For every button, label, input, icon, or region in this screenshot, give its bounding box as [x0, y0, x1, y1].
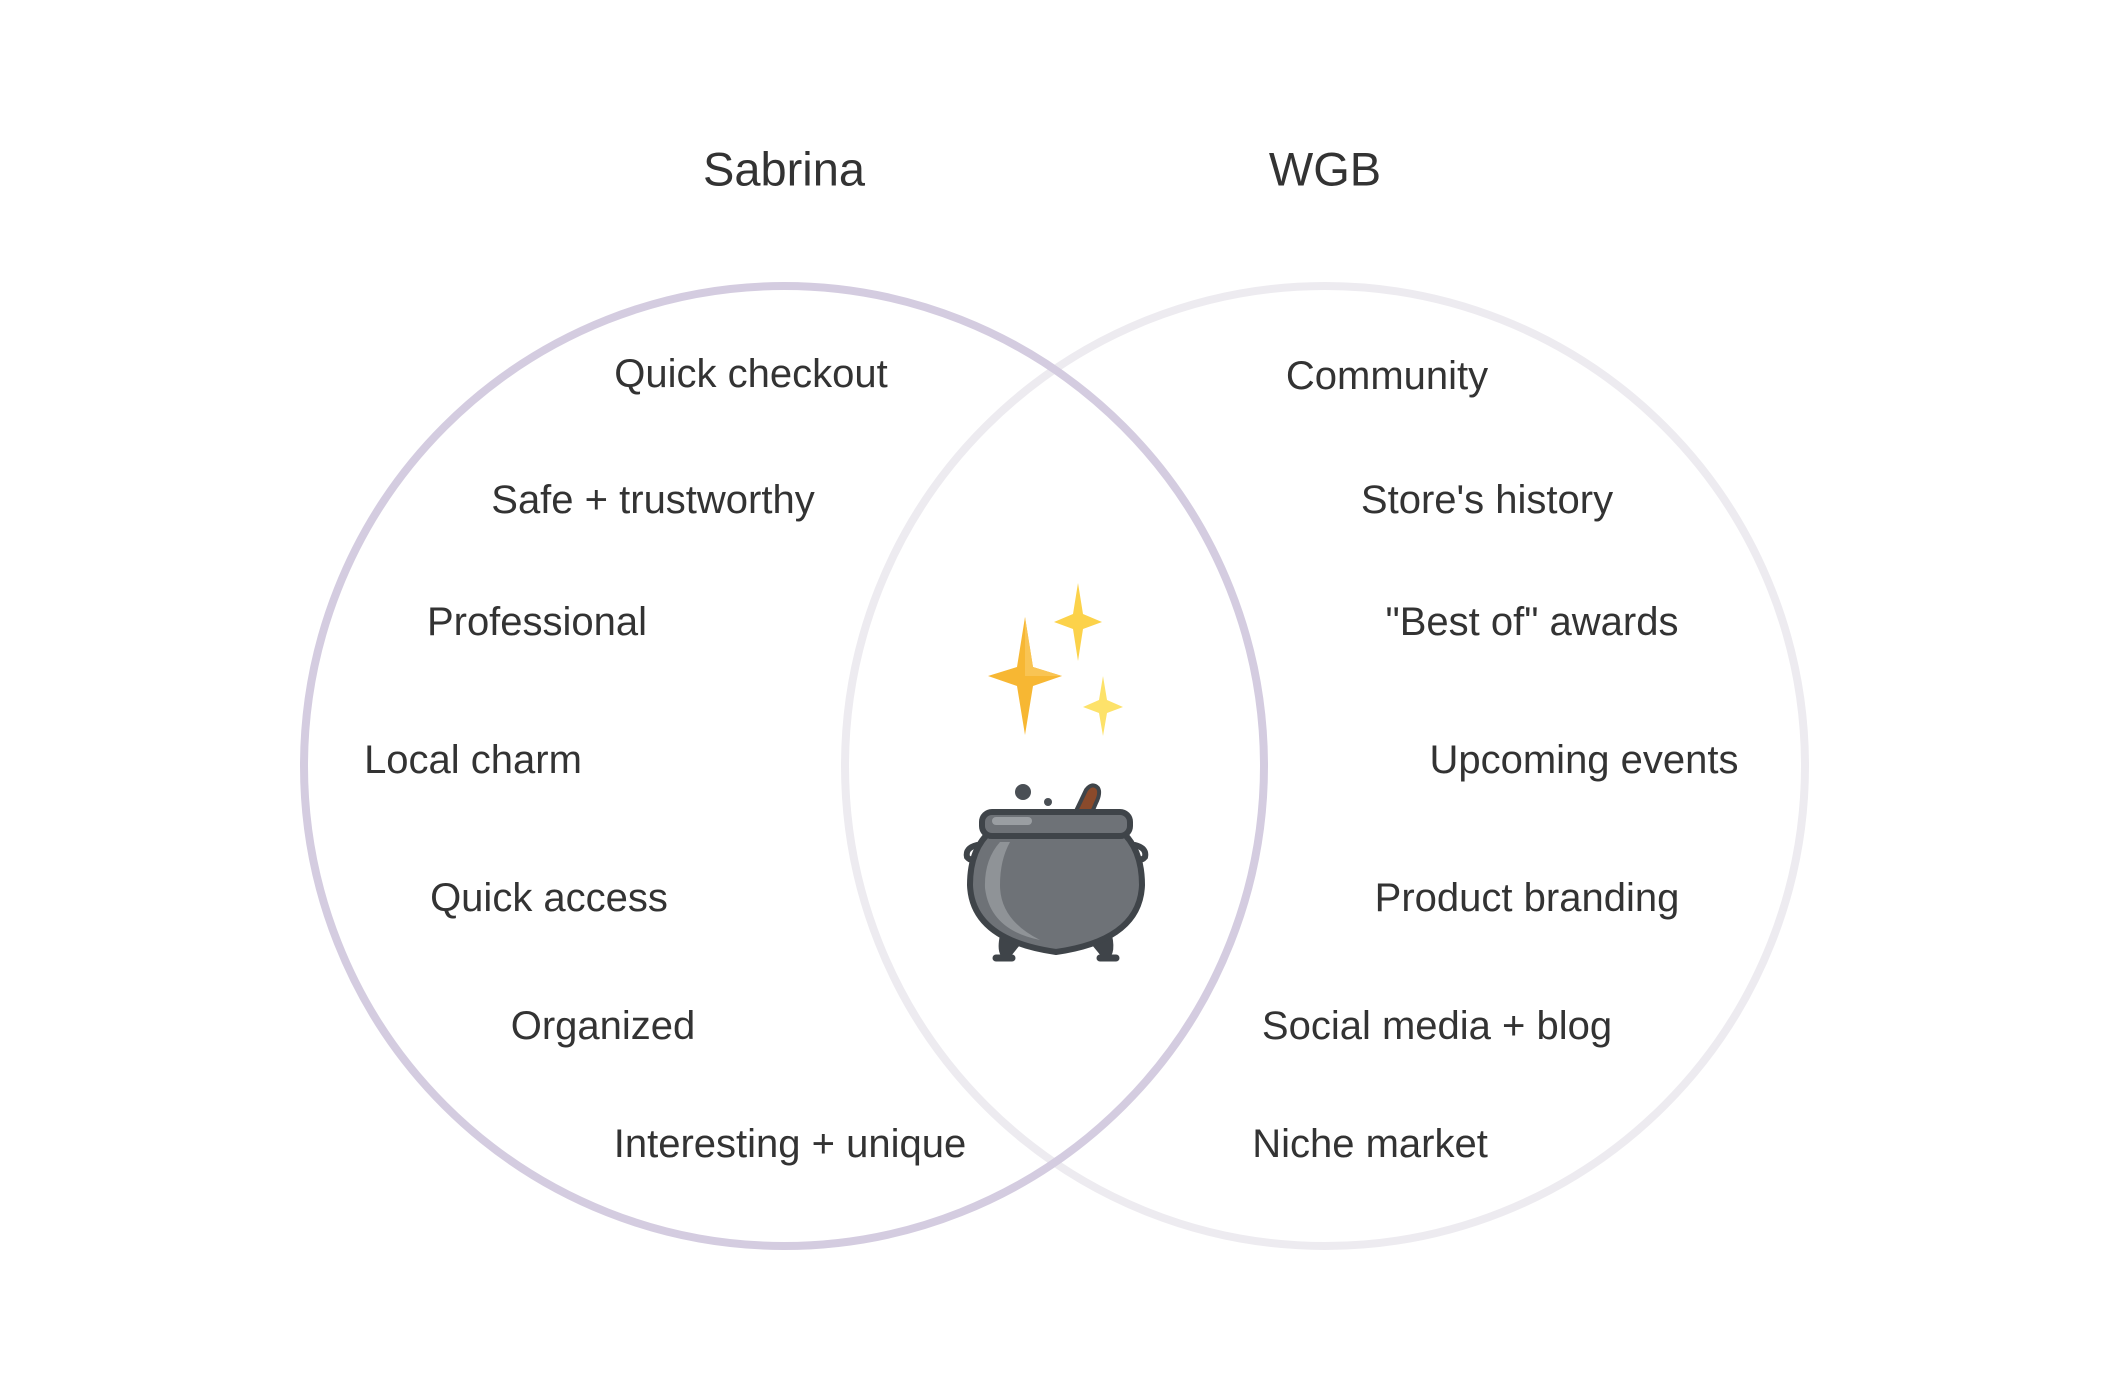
wgb-item: Product branding: [1374, 876, 1680, 920]
sabrina-item: Professional: [426, 600, 648, 644]
sabrina-item: Local charm: [364, 738, 582, 782]
sabrina-item: Organized: [510, 1004, 696, 1048]
sabrina-item: Quick checkout: [614, 352, 888, 396]
sabrina-title: Sabrina: [703, 142, 865, 196]
sparkles-icon: [988, 583, 1123, 736]
wgb-item: Social media + blog: [1261, 1004, 1613, 1048]
sabrina-item: Quick access: [430, 876, 668, 920]
cauldron-icon: [963, 783, 1149, 962]
wgb-item: Niche market: [1252, 1122, 1488, 1166]
wgb-circle: [841, 282, 1809, 1250]
wgb-item: "Best of" awards: [1385, 600, 1679, 644]
wgb-item: Upcoming events: [1429, 738, 1739, 782]
sabrina-circle: [300, 282, 1268, 1250]
sabrina-item: Safe + trustworthy: [491, 478, 815, 522]
sabrina-item: Interesting + unique: [613, 1122, 967, 1166]
wgb-item: Community: [1285, 354, 1489, 398]
wgb-item: Store's history: [1360, 478, 1614, 522]
wgb-title: WGB: [1268, 142, 1382, 196]
